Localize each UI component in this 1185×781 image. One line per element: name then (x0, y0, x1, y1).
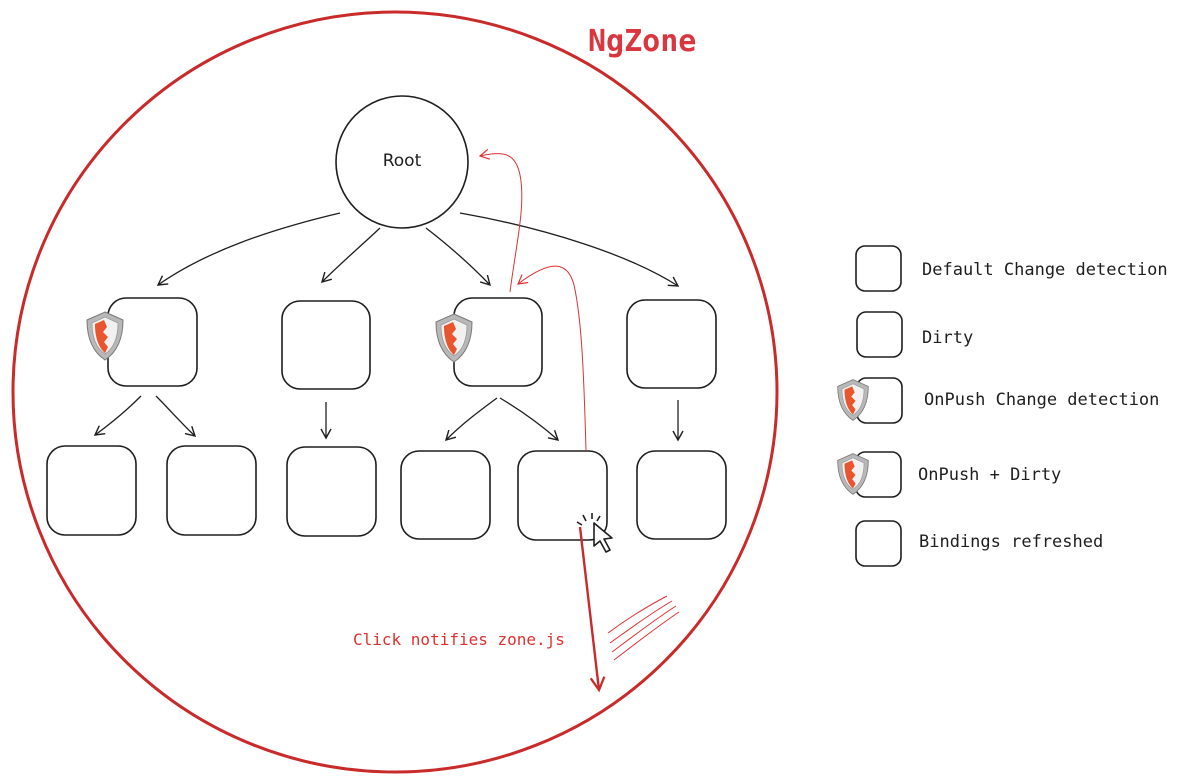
legend-item-onpush-dirty: OnPush + Dirty (837, 451, 1061, 498)
tree-edges (93, 212, 684, 442)
legend-item-dirty: Dirty (856, 311, 973, 358)
legend-label: OnPush Change detection (924, 390, 1159, 410)
node-level2-f (636, 450, 727, 540)
node-level2-b (166, 445, 257, 536)
root-label: Root (383, 151, 422, 171)
legend-label: OnPush + Dirty (918, 465, 1061, 485)
mouse-pointer-icon (576, 513, 613, 553)
legend-label: Default Change detection (922, 260, 1168, 280)
motion-lines (607, 595, 680, 661)
node-level2-c (286, 446, 377, 537)
node-level1-a (107, 297, 198, 387)
legend-item-onpush: OnPush Change detection (837, 377, 1159, 424)
legend-label: Dirty (922, 328, 973, 348)
zone-notify-arrow (578, 526, 599, 690)
click-annotation: Click notifies zone.js (353, 630, 565, 649)
node-level2-d (400, 450, 491, 540)
dirty-propagation-path (478, 148, 587, 451)
ngzone-boundary (11, 10, 779, 774)
legend-item-refreshed: Bindings refreshed (855, 520, 1103, 567)
node-level1-b (281, 300, 371, 390)
node-level1-d (626, 299, 717, 389)
legend-label: Bindings refreshed (919, 532, 1103, 552)
legend: Default Change detection Dirty OnPush Ch… (837, 245, 1168, 567)
legend-item-default: Default Change detection (855, 245, 1168, 292)
node-level2-a (46, 445, 137, 536)
root-node: Root (335, 95, 469, 229)
ngzone-title: NgZone (588, 24, 696, 59)
